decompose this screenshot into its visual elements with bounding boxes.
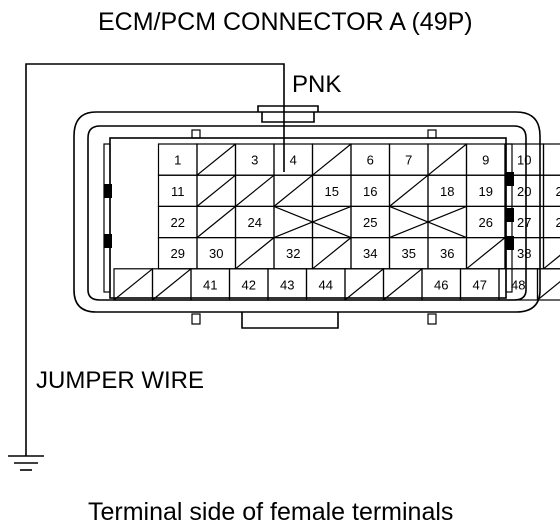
pin-number: 20: [517, 184, 531, 199]
pin-cell: [542, 174, 560, 207]
pin-number: 3: [251, 153, 258, 168]
pin-number: 38: [517, 246, 531, 261]
pin-number: 11: [171, 184, 185, 199]
pin-number: 42: [242, 277, 256, 292]
pin-number: 18: [440, 184, 454, 199]
blank-pin-mark: [152, 268, 192, 301]
pin-number: 30: [209, 246, 223, 261]
pin-cell: [273, 205, 314, 239]
pin-number: 6: [367, 153, 374, 168]
blank-pin-mark: [344, 268, 384, 301]
pin-number: 47: [473, 277, 487, 292]
pin-number: 27: [517, 215, 531, 230]
pin-cell: [388, 205, 429, 239]
pin-grid: 1346791011151618192021222425262728293032…: [113, 143, 560, 301]
connector-housing: [73, 105, 541, 329]
blank-pin-mark: [273, 174, 313, 207]
blank-pin-mark: [235, 174, 275, 207]
pin-cell: [542, 143, 560, 176]
pin-number: 16: [363, 184, 377, 199]
blank-pin-mark: [383, 268, 423, 301]
pin-number: 43: [280, 277, 294, 292]
pin-number: 9: [482, 153, 489, 168]
pin-number: 15: [325, 184, 339, 199]
blank-pin-mark: [196, 143, 236, 176]
jumper-wire-label: JUMPER WIRE: [36, 367, 204, 394]
pin-number: 19: [479, 184, 493, 199]
blank-pin-mark: [466, 237, 506, 270]
wire-color-label: PNK: [292, 71, 341, 98]
blank-pin-mark: [543, 254, 560, 270]
pin-number: 7: [405, 153, 412, 168]
pin-number: 29: [171, 246, 185, 261]
pin-number: 28: [556, 215, 560, 230]
pin-number: 25: [363, 215, 377, 230]
pin-number: 1: [174, 153, 181, 168]
caption: Terminal side of female terminals: [88, 498, 453, 526]
blank-pin-mark: [113, 268, 153, 301]
blank-pin-mark: [389, 174, 429, 207]
jumper-wire: [25, 63, 285, 456]
pin-number: 24: [248, 215, 262, 230]
blank-pin-mark: [312, 143, 352, 176]
pin-number: 36: [440, 246, 454, 261]
pin-cell: [311, 205, 352, 239]
ground-icon: [8, 455, 44, 471]
blank-pin-mark: [537, 280, 560, 301]
blank-pin-mark: [312, 237, 352, 270]
pin-number: 46: [434, 277, 448, 292]
pin-number: 21: [556, 184, 560, 199]
blank-pin-mark: [196, 205, 236, 239]
pin-cell: [542, 237, 560, 270]
pin-number: 35: [402, 246, 416, 261]
pin-number: 41: [203, 277, 217, 292]
pin-number: 4: [290, 153, 297, 168]
pin-number: 22: [171, 215, 185, 230]
blank-pin-mark: [196, 174, 236, 207]
pin-cell: [542, 205, 560, 239]
pin-number: 48: [511, 277, 525, 292]
pin-number: 10: [517, 153, 531, 168]
pin-cell: [536, 268, 560, 301]
pin-number: 44: [319, 277, 333, 292]
blank-pin-mark: [235, 237, 275, 270]
blank-pin-mark: [427, 143, 467, 176]
pin-cell: [427, 205, 468, 239]
pin-number: 32: [286, 246, 300, 261]
pin-number: 34: [363, 246, 377, 261]
pin-number: 26: [479, 215, 493, 230]
diagram-title: ECM/PCM CONNECTOR A (49P): [98, 8, 473, 36]
